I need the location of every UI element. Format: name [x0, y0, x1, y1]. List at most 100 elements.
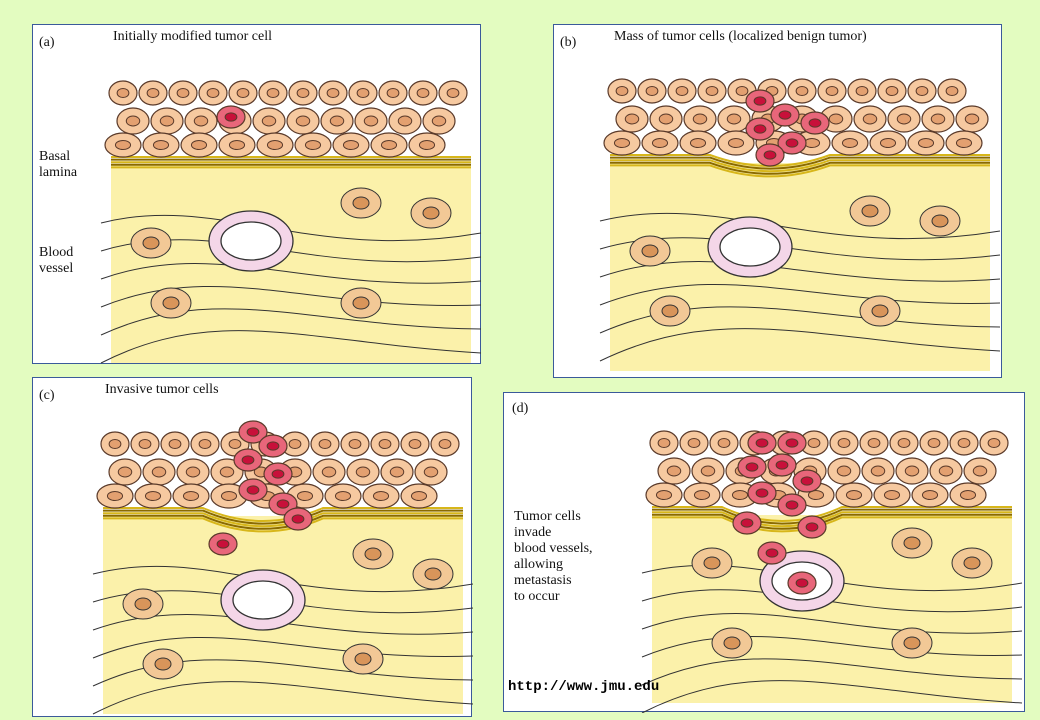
- epithelial-cell: [180, 132, 218, 158]
- source-credit: http://www.jmu.edu: [508, 679, 660, 695]
- epithelial-cell: [873, 482, 911, 508]
- fibroblast-cell: [891, 527, 933, 559]
- epithelial-cell: [615, 105, 649, 133]
- tumor-cell: [767, 453, 797, 477]
- epithelial-cell: [717, 130, 755, 156]
- panel-d-letter: (d): [512, 401, 529, 416]
- panel-d-annotation-line1: Tumor cells: [514, 509, 581, 524]
- epithelial-cell: [320, 107, 354, 135]
- panel-a-title: Initially modified tumor cell: [113, 29, 273, 44]
- epithelial-cell: [889, 430, 919, 456]
- tumor-cell: [777, 131, 807, 155]
- panel-c-title: Invasive tumor cells: [105, 382, 219, 397]
- fibroblast-cell: [691, 547, 733, 579]
- panel-d-tissue: [641, 430, 1023, 713]
- fibroblast-cell: [352, 538, 394, 570]
- epithelial-cell: [921, 105, 955, 133]
- fibroblast-cell: [711, 627, 753, 659]
- fibroblast-cell: [142, 648, 184, 680]
- epithelial-cell: [645, 482, 683, 508]
- epithelial-cell: [963, 457, 997, 485]
- epithelial-cell: [100, 431, 130, 457]
- epithelial-cell: [108, 458, 142, 486]
- connective-fiber: [599, 306, 1001, 334]
- fibroblast-cell: [342, 643, 384, 675]
- epithelial-cell: [108, 80, 138, 106]
- epithelial-cell: [370, 431, 400, 457]
- connective-fiber: [641, 612, 1023, 634]
- epithelial-cell: [657, 457, 691, 485]
- basal-lamina-band: [652, 516, 1012, 533]
- epithelial-cell: [827, 457, 861, 485]
- epithelial-cell: [408, 132, 446, 158]
- epithelial-cell: [787, 78, 817, 104]
- fibroblast-cell: [951, 547, 993, 579]
- epithelial-cell: [318, 80, 348, 106]
- connective-fiber: [100, 308, 482, 336]
- epithelial-cell: [877, 78, 907, 104]
- epithelial-cell: [683, 105, 717, 133]
- basal-lamina-band: [103, 514, 463, 530]
- connective-fiber: [641, 658, 1023, 686]
- epithelial-cell: [430, 431, 460, 457]
- epithelial-cell: [252, 107, 286, 135]
- panel-c-tissue: [92, 420, 473, 715]
- basal-lamina-band: [103, 512, 463, 528]
- epithelial-cell: [911, 482, 949, 508]
- tumor-cell: [238, 420, 268, 444]
- epithelial-cell: [190, 431, 220, 457]
- epithelial-cell: [422, 107, 456, 135]
- tumor-cell: [737, 455, 767, 479]
- fibroblast-cell: [412, 558, 454, 590]
- connective-fiber: [599, 283, 1001, 306]
- connective-fiber: [92, 681, 473, 715]
- fibroblast-cell: [410, 197, 452, 229]
- epithelial-cell: [280, 431, 310, 457]
- epithelial-cell: [637, 78, 667, 104]
- tumor-cell: [747, 431, 777, 455]
- epithelial-cell: [400, 431, 430, 457]
- blood-vessel-label-line1: Blood: [39, 245, 74, 260]
- epithelial-cell: [138, 80, 168, 106]
- connective-fiber: [92, 636, 473, 659]
- panel-d-annotation-line6: to occur: [514, 589, 560, 604]
- epithelial-cell: [150, 107, 184, 135]
- panel-a-tissue: [100, 80, 482, 364]
- tumor-cell: [745, 117, 775, 141]
- epithelial-cell: [929, 457, 963, 485]
- epithelial-cell: [649, 430, 679, 456]
- panel-b-letter: (b): [560, 35, 577, 50]
- fibroblast-cell: [130, 227, 172, 259]
- epithelial-cell: [286, 107, 320, 135]
- panel-a-letter: (a): [39, 35, 55, 50]
- panel-b: (b) Mass of tumor cells (localized benig…: [553, 24, 1002, 378]
- epithelial-cell: [294, 132, 332, 158]
- tumor-cell: [770, 103, 800, 127]
- epithelial-cell: [907, 130, 945, 156]
- epithelial-cell: [414, 458, 448, 486]
- tumor-cell: [792, 469, 822, 493]
- panel-b-tissue: [599, 78, 1001, 371]
- epithelial-cell: [388, 107, 422, 135]
- panel-d-annotation-line2: invade: [514, 525, 552, 540]
- epithelial-cell: [717, 105, 751, 133]
- epithelial-cell: [116, 107, 150, 135]
- blood-vessel-lumen: [232, 580, 294, 620]
- epithelial-cell: [679, 430, 709, 456]
- epithelial-cell: [861, 457, 895, 485]
- epithelial-cell: [134, 483, 172, 509]
- panel-d-annotation-line3: blood vessels,: [514, 541, 593, 556]
- epithelial-cell: [172, 483, 210, 509]
- epithelial-cell: [104, 132, 142, 158]
- epithelial-cell: [160, 431, 190, 457]
- epithelial-cell: [937, 78, 967, 104]
- epithelial-cell: [210, 483, 248, 509]
- basal-lamina-band: [103, 509, 463, 525]
- panel-c: (c) Invasive tumor cells: [32, 377, 473, 717]
- tumor-cell: [263, 462, 293, 486]
- epithelial-cell: [835, 482, 873, 508]
- epithelial-cell: [362, 483, 400, 509]
- tumor-cell: [800, 111, 830, 135]
- epithelial-cell: [324, 483, 362, 509]
- basal-lamina-band: [610, 159, 990, 173]
